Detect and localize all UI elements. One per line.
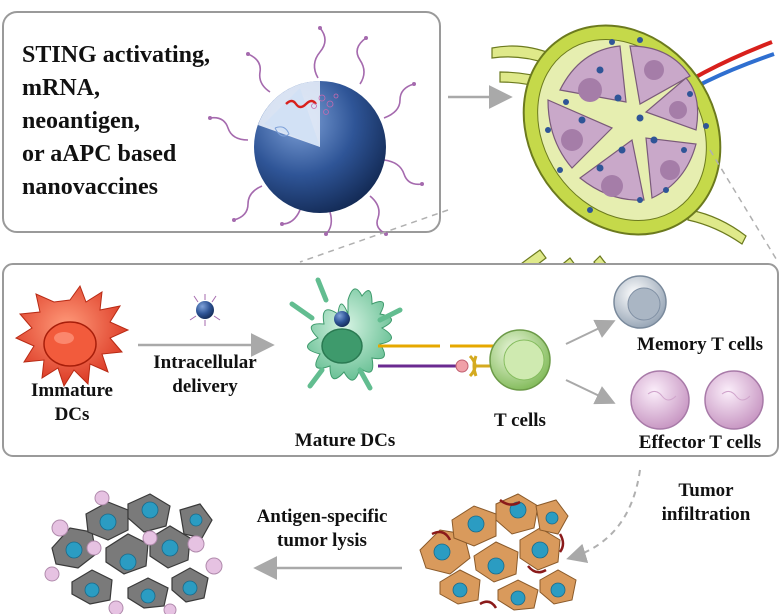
effector-t-cells	[630, 370, 764, 430]
top-box-line-2: mRNA,	[22, 75, 100, 101]
zoom-line-left	[299, 209, 449, 263]
memory-t-cell	[613, 275, 667, 329]
nanovaccine-particle	[208, 26, 424, 236]
immature-dc-cell	[14, 284, 130, 388]
arrow-to-memory	[565, 319, 616, 345]
t-cell	[489, 329, 551, 391]
small-nanoparticle	[189, 294, 221, 326]
top-box-line-4: or aAPC based	[22, 141, 177, 167]
label-effector-t-cells: Effector T cells	[639, 432, 761, 453]
label-antigen-specific: Antigen-specific	[257, 506, 388, 527]
label-tumor: Tumor	[678, 480, 734, 501]
lysed-tumor	[44, 490, 223, 614]
mature-dc-cell	[289, 277, 403, 391]
top-box-line-3: neoantigen,	[22, 108, 140, 134]
infiltrated-tumor	[419, 493, 577, 611]
top-box-line-5: nanovaccines	[22, 174, 158, 200]
label-memory-t-cells: Memory T cells	[637, 334, 763, 355]
label-t-cells: T cells	[494, 410, 546, 431]
label-mature-dcs: Mature DCs	[295, 430, 395, 451]
label-delivery: delivery	[172, 376, 238, 397]
arrow-to-effector	[565, 379, 616, 405]
arrow-infiltration	[566, 469, 641, 563]
label-immature-dcs-1: Immature	[31, 380, 113, 401]
label-tumor-lysis: tumor lysis	[277, 530, 367, 551]
zoom-line-right	[709, 149, 779, 263]
label-infiltration: infiltration	[662, 504, 751, 525]
label-immature-dcs-2: DCs	[55, 404, 90, 425]
top-box-line-1: STING activating,	[22, 42, 210, 68]
label-intracellular: Intracellular	[153, 352, 257, 373]
